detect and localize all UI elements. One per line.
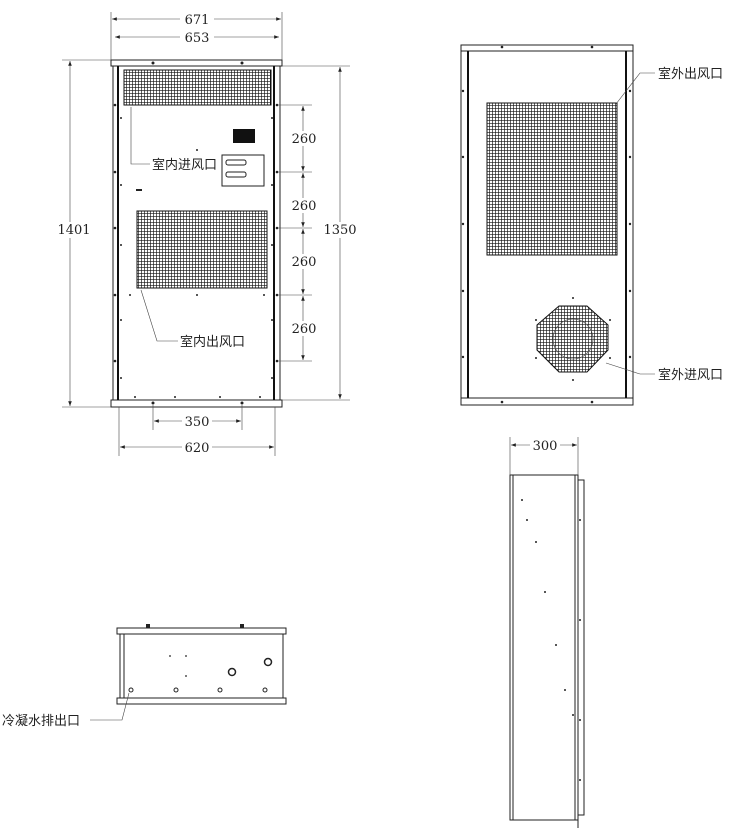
- front-dimensions: 671 653 1401 1350 260 260 260 260 350: [56, 11, 358, 456]
- display-screen: [233, 129, 255, 143]
- dim-620: 620: [185, 441, 210, 456]
- label-indoor-inlet: 室内进风口: [152, 157, 217, 173]
- dim-260-2: 260: [292, 199, 317, 214]
- indoor-outlet-grille: [136, 210, 268, 289]
- label-outdoor-inlet: 室外进风口: [658, 367, 723, 383]
- side-view: 300: [509, 437, 585, 828]
- dim-300: 300: [533, 439, 558, 454]
- dim-260-4: 260: [292, 322, 317, 337]
- indoor-inlet-grille: [123, 69, 272, 106]
- bottom-view: 冷凝水排出口: [2, 624, 287, 729]
- rear-view: 室外出风口 室外进风口: [460, 44, 723, 406]
- dim-1401: 1401: [57, 223, 90, 238]
- label-outdoor-outlet: 室外出风口: [658, 66, 723, 82]
- dim-671: 671: [185, 13, 210, 28]
- dim-653: 653: [185, 31, 210, 46]
- dim-260-3: 260: [292, 255, 317, 270]
- label-condensate-drain: 冷凝水排出口: [2, 713, 80, 729]
- control-panel: [221, 154, 265, 187]
- dim-260-1: 260: [292, 132, 317, 147]
- outdoor-outlet-grille: [486, 102, 618, 256]
- front-view: 室内进风口 室内出风口: [110, 59, 283, 408]
- dim-350: 350: [185, 415, 210, 430]
- dim-1350: 1350: [323, 223, 356, 238]
- label-indoor-outlet: 室内出风口: [180, 334, 245, 350]
- outdoor-inlet-grille: [536, 305, 609, 373]
